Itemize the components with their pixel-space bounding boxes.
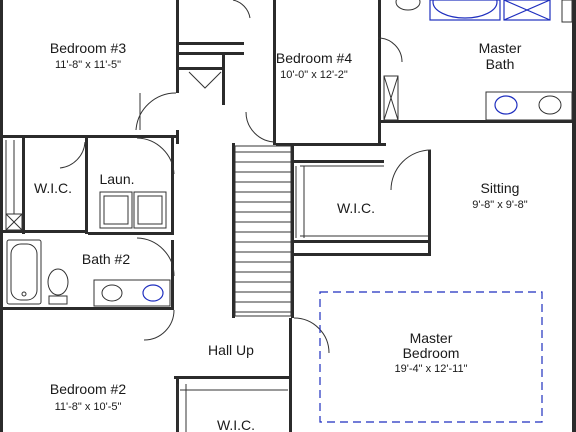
bedroom2-name: Bedroom #2 [50, 381, 126, 397]
hall-name: Hall Up [208, 342, 254, 358]
bedroom3-name: Bedroom #3 [50, 40, 126, 56]
laundry-name: Laun. [99, 171, 134, 187]
bedroom4-dims: 10'-0" x 12'-2" [280, 69, 348, 81]
master-bedroom-line1: Master [410, 330, 453, 346]
bath2-name: Bath #2 [82, 251, 130, 267]
master-toilet [395, 0, 421, 11]
bedroom2-dims: 11'-8" x 10'-5" [55, 401, 122, 413]
wic-center-name: W.I.C. [337, 200, 375, 216]
tray-ceiling-outline [319, 291, 543, 423]
room-labels: Bedroom #3 11'-8" x 11'-5" Bedroom #4 10… [34, 40, 528, 432]
door-swings [59, 0, 432, 354]
fixtures [5, 0, 573, 432]
wic-left-name: W.I.C. [34, 180, 72, 196]
sitting-dims: 9'-8" x 9'-8" [472, 199, 528, 211]
stairs [234, 145, 292, 317]
master-tub [429, 0, 501, 21]
toilet [48, 295, 68, 305]
wic-bottom-name: W.I.C. [217, 417, 255, 432]
bedroom3-dims: 11'-8" x 11'-5" [55, 59, 121, 71]
master-bedroom-line2: Bedroom [403, 345, 460, 361]
master-shower [503, 0, 551, 21]
master-bath-line1: Master [479, 40, 522, 56]
sitting-name: Sitting [481, 180, 520, 196]
sink-highlight [142, 284, 164, 302]
bedroom4-name: Bedroom #4 [276, 50, 352, 66]
master-bath-line2: Bath [486, 56, 515, 72]
master-bedroom-dims: 19'-4" x 12'-11" [395, 363, 468, 375]
